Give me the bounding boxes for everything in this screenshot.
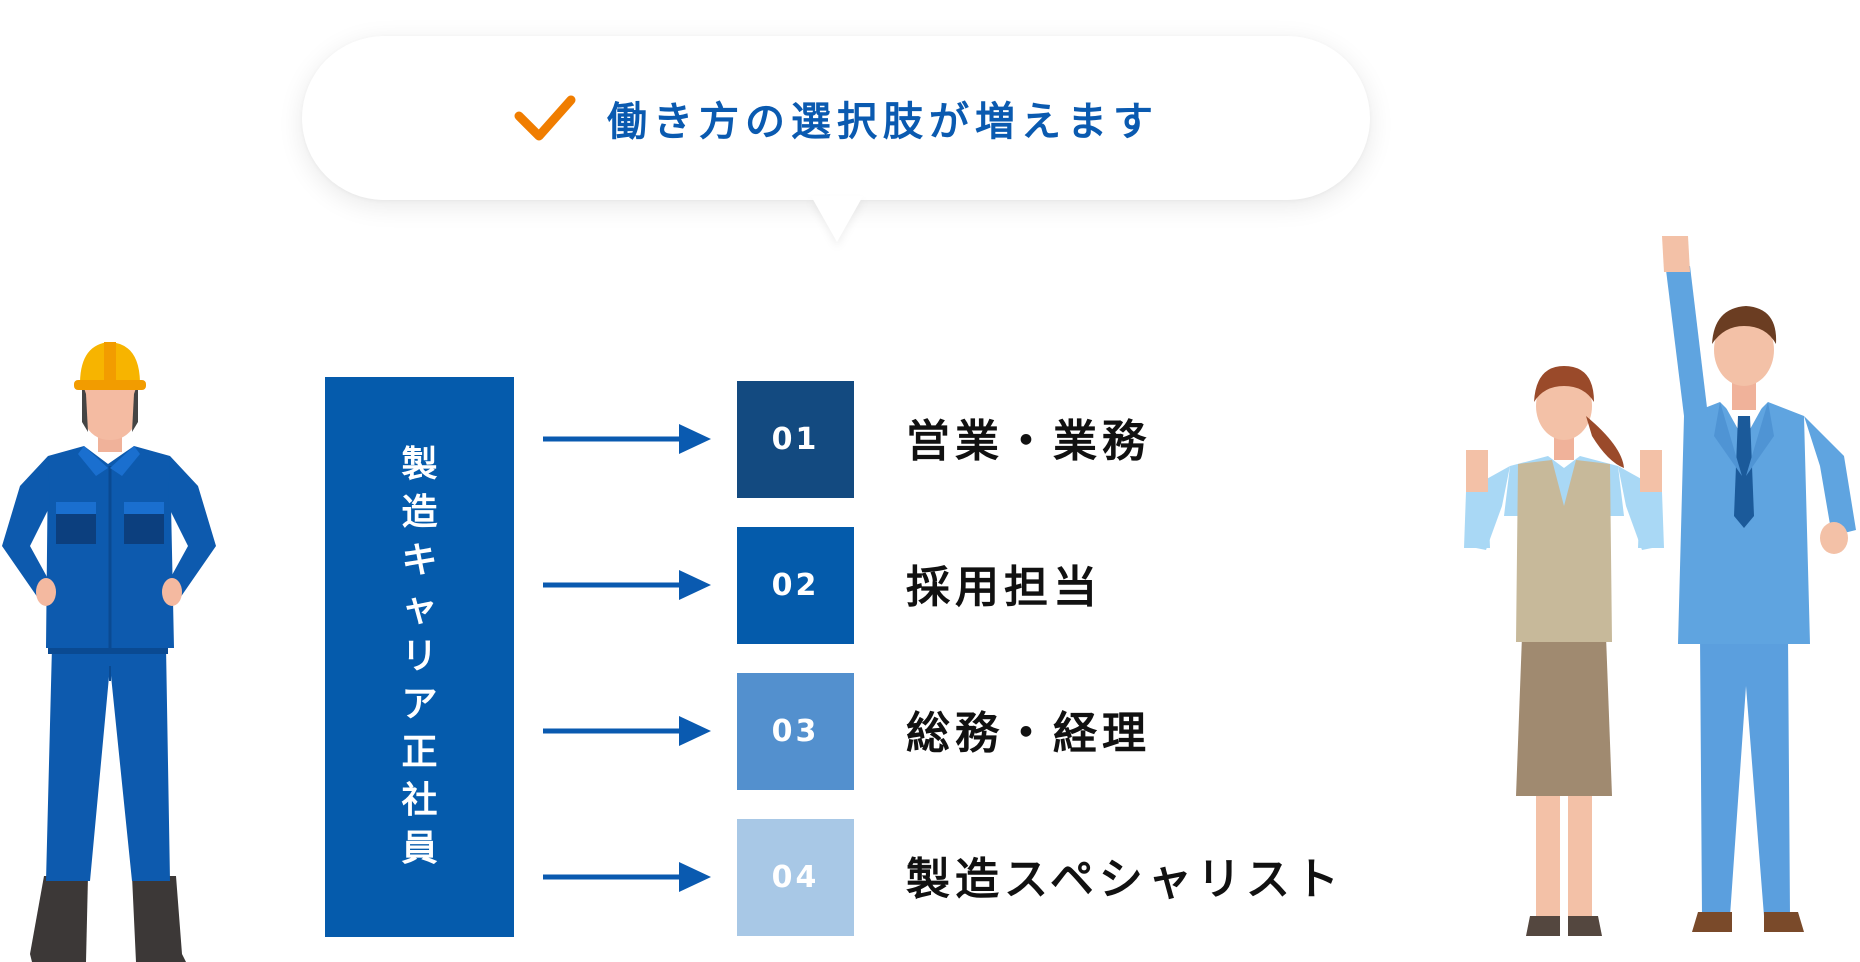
source-char: キ xyxy=(401,540,438,581)
step-number-03: 03 xyxy=(737,673,854,790)
step-number-02: 02 xyxy=(737,527,854,644)
source-char: 員 xyxy=(401,828,438,869)
role-label-recruiting: 採用担当 xyxy=(906,562,1102,613)
source-char: ア xyxy=(401,684,438,725)
checkmark-icon xyxy=(514,95,576,141)
headline-bubble: 働き方の選択肢が増えます xyxy=(302,36,1370,200)
arrow-icon xyxy=(543,570,711,600)
source-char: リ xyxy=(401,636,438,677)
arrow-icon xyxy=(543,716,711,746)
source-char: 正 xyxy=(401,732,438,773)
role-label-sales: 営業・業務 xyxy=(906,416,1151,467)
office-workers-illustration xyxy=(1464,236,1856,936)
source-char: 製 xyxy=(401,444,438,485)
source-char: 社 xyxy=(401,780,438,821)
source-char: 造 xyxy=(401,492,438,533)
role-label-manufacturing: 製造スペシャリスト xyxy=(906,854,1344,905)
role-label-admin: 総務・経理 xyxy=(906,708,1151,759)
source-char: ャ xyxy=(401,588,438,629)
step-number-04: 04 xyxy=(737,819,854,936)
arrow-icon xyxy=(543,424,711,454)
step-number-01: 01 xyxy=(737,381,854,498)
source-box: 製 造 キ ャ リ ア 正 社 員 xyxy=(325,377,514,937)
factory-worker-illustration xyxy=(2,342,216,962)
bubble-tail xyxy=(811,196,863,242)
arrow-icon xyxy=(543,862,711,892)
headline-text: 働き方の選択肢が増えます xyxy=(607,99,1159,145)
